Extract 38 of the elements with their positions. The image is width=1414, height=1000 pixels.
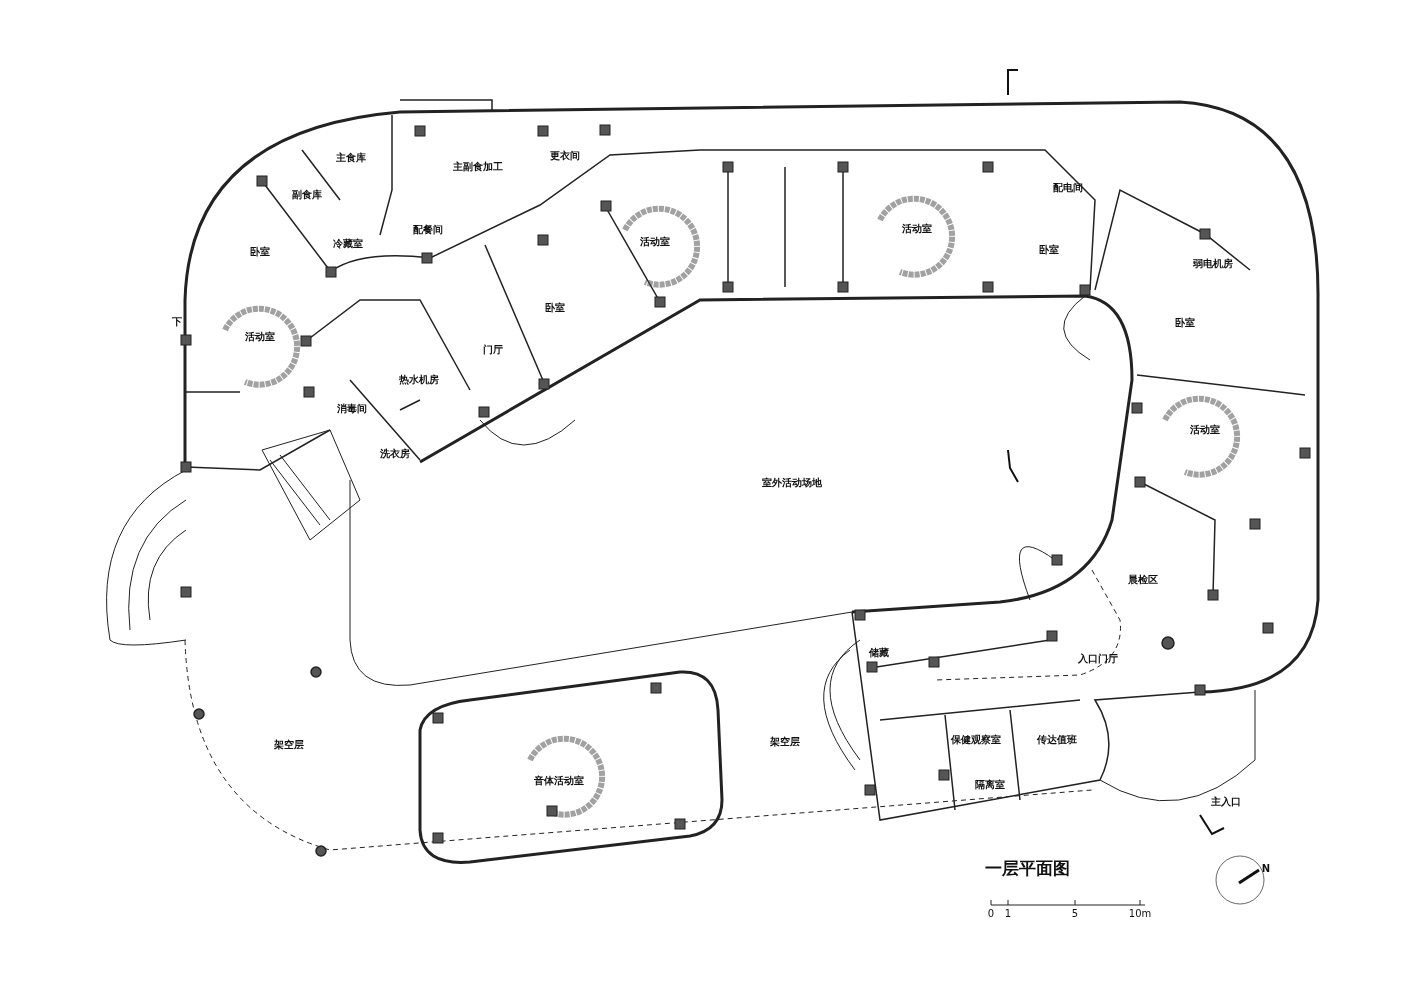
room-label: 活动室 [245,332,275,342]
room-label: 弱电机房 [1193,259,1233,269]
room-label: 主副食加工 [453,162,503,172]
room-label: 卧室 [1039,245,1059,255]
room-label: 活动室 [1190,425,1220,435]
room-label: 卧室 [1175,318,1195,328]
room-label: 配电间 [1053,183,1083,193]
room-label: 卧室 [545,303,565,313]
room-label: 入口门厅 [1078,654,1118,664]
drawing-title: 一层平面图 [985,860,1070,877]
room-label: 架空层 [274,740,304,750]
room-label: 活动室 [640,237,670,247]
room-label: 储藏 [869,648,889,658]
room-label: 卧室 [250,247,270,257]
room-label: 室外活动场地 [762,478,822,488]
room-label: 晨检区 [1128,575,1158,585]
room-label: 洗衣房 [380,449,410,459]
room-label: 消毒间 [337,404,367,414]
north-label: N [1261,864,1271,874]
scale-number: 1 [1004,909,1012,919]
room-label: 主入口 [1211,797,1241,807]
room-label: 副食库 [292,190,322,200]
room-label: 冷藏室 [333,239,363,249]
room-label: 音体活动室 [534,776,584,786]
scale-number: 10m [1128,909,1152,919]
room-label: 活动室 [902,224,932,234]
room-label: 下 [172,317,182,327]
room-label: 隔离室 [975,780,1005,790]
scale-number: 5 [1071,909,1079,919]
room-label: 主食库 [336,153,366,163]
room-label: 热水机房 [399,375,439,385]
room-label: 传达值班 [1037,735,1077,745]
scale-number: 0 [987,909,995,919]
room-label: 门厅 [483,345,503,355]
room-label: 架空层 [770,737,800,747]
room-label: 配餐间 [413,225,443,235]
room-label: 保健观察室 [951,735,1001,745]
room-label: 更衣间 [550,151,580,161]
